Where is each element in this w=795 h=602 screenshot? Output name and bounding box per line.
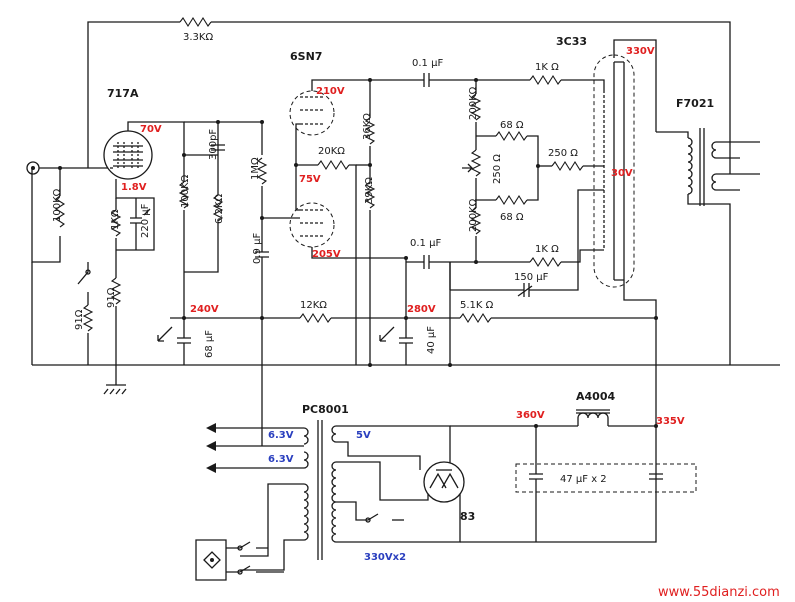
resistor-717-plate: [178, 181, 190, 209]
tube-717a: [103, 130, 153, 180]
label-c-0-1u-bottom: 0.1 μF: [410, 238, 441, 249]
resistor-12k: [299, 312, 332, 324]
label-r-717-cathode: 1KΩ: [110, 209, 121, 230]
voltage-sn7-plate-top: 210V: [316, 86, 345, 97]
resistor-5-1k: [459, 312, 492, 324]
label-r-91-b: 91Ω: [106, 287, 117, 308]
voltage-sn7-plate-bottom: 205V: [312, 249, 341, 260]
cap-47u-box: [515, 463, 697, 493]
tube-3c33-group: 3C33 330V 30V: [556, 35, 658, 365]
plate-load: 100KΩ 300pF 6.2KΩ 1MΩ 0.9 μF: [178, 120, 300, 318]
label-r-36k: 36KΩ: [362, 113, 373, 140]
resistor-717-cathode: [110, 209, 122, 237]
resistor-200k-bottom: [470, 207, 482, 235]
heater-voltage-1: 6.3V: [268, 430, 294, 441]
ac-inlet[interactable]: [195, 539, 227, 581]
bplus-rail: 12KΩ 5.1K Ω 240V 280V 68 μF 40 μF: [157, 300, 656, 365]
label-c-0-9u: 0.9 μF: [252, 233, 263, 264]
label-r-717-plate: 100KΩ: [180, 174, 191, 208]
voltage-node-240: 240V: [190, 304, 219, 315]
tube-83: [423, 461, 465, 503]
resistor-91-b: [110, 277, 122, 305]
label-transformer-pc8001: PC8001: [302, 403, 349, 416]
resistor-36k: [364, 117, 376, 145]
resistor-39k: [364, 181, 376, 209]
heater-voltage-hv: 330Vx2: [364, 552, 406, 563]
label-r-250: 250 Ω: [548, 148, 578, 159]
label-c-68u: 68 μF: [204, 330, 215, 358]
adjust-arrow-2: [379, 326, 395, 342]
voltage-c33-cathode: 30V: [611, 168, 633, 179]
label-transformer-f7021: F7021: [676, 97, 714, 110]
switch-power-2[interactable]: [239, 565, 284, 573]
adjust-arrow-1: [157, 326, 173, 342]
label-r-39k: 39KΩ: [364, 177, 375, 204]
heater-voltage-3: 5V: [356, 430, 371, 441]
label-tube-717a: 717A: [107, 87, 139, 100]
label-r-91-a: 91Ω: [74, 309, 85, 330]
label-r-1k-bottom: 1K Ω: [535, 244, 559, 255]
label-r-1k-top: 1K Ω: [535, 62, 559, 73]
voltage-c33-plate: 330V: [626, 46, 655, 57]
power-supply: PC8001 6.3V 6.3V 5V 330Vx2 83: [195, 365, 697, 581]
label-c-150u: 150 μF: [514, 272, 549, 283]
switch-power-1[interactable]: [239, 541, 268, 549]
label-tube-6sn7: 6SN7: [290, 50, 322, 63]
label-r-1m: 1MΩ: [250, 157, 261, 180]
label-r-12k: 12KΩ: [300, 300, 327, 311]
resistor-20k: [317, 159, 350, 171]
input-stage: 100KΩ 3.3KΩ 717A 70V 1.8V 1KΩ 220 μF 91Ω: [26, 16, 731, 395]
label-r-feedback: 3.3KΩ: [183, 32, 213, 43]
output-grid-network: 200KΩ 250 Ω 200KΩ 68 Ω 68 Ω 250 Ω 1K Ω 1…: [449, 62, 605, 297]
resistor-200k-top: [470, 93, 482, 121]
resistor-68-top: [495, 130, 528, 142]
label-r-5-1k: 5.1K Ω: [460, 300, 494, 311]
label-tube-83: 83: [460, 510, 475, 523]
label-c-300p: 300pF: [208, 129, 219, 160]
ground-symbol: [103, 365, 127, 395]
resistor-68-bottom: [495, 194, 528, 206]
label-r-input: 100KΩ: [52, 188, 63, 222]
resistor-1k-bottom: [529, 256, 562, 268]
label-r-200k-top: 200KΩ: [468, 86, 479, 120]
output-transformer: F7021: [656, 97, 760, 365]
resistor-feedback: [179, 16, 212, 28]
label-tube-3c33: 3C33: [556, 35, 587, 48]
label-r-20k: 20KΩ: [318, 146, 345, 157]
watermark: www.55dianzi.com: [658, 585, 780, 600]
label-r-68-top: 68 Ω: [500, 120, 524, 131]
label-c-717-cathode: 220 μF: [140, 203, 151, 238]
resistor-input: [54, 195, 66, 228]
tube-6sn7-top: [289, 90, 335, 136]
stage-6sn7: 6SN7 210V 75V 20KΩ 205V 36KΩ 39KΩ 0.1 μF: [289, 50, 476, 365]
switch-hv[interactable]: [336, 501, 379, 521]
label-c-40u: 40 μF: [426, 326, 437, 354]
resistor-91-a: [82, 304, 94, 332]
heater-voltage-2: 6.3V: [268, 454, 294, 465]
label-r-6k2: 6.2KΩ: [214, 194, 225, 224]
tube-6sn7-bottom: [289, 202, 335, 248]
label-r-68-bottom: 68 Ω: [500, 212, 524, 223]
voltage-rect-out: 360V: [516, 410, 545, 421]
resistor-250: [551, 160, 584, 172]
pot-250[interactable]: [470, 149, 482, 177]
label-pot-250: 250 Ω: [492, 154, 503, 184]
label-c-0-1u-top: 0.1 μF: [412, 58, 443, 69]
voltage-sn7-cathode-top: 75V: [299, 174, 321, 185]
voltage-717a-plate: 70V: [140, 124, 162, 135]
label-r-200k-bottom: 200KΩ: [468, 198, 479, 232]
label-c-47u: 47 μF x 2: [560, 474, 607, 485]
label-choke-a4004: A4004: [576, 390, 615, 403]
voltage-717a-cathode: 1.8V: [121, 182, 147, 193]
resistor-1m: [256, 157, 268, 185]
switch-1[interactable]: [77, 262, 89, 285]
voltage-node-280: 280V: [407, 304, 436, 315]
voltage-choke-out: 335V: [656, 416, 685, 427]
resistor-1k-top: [529, 74, 562, 86]
resistor-6k2: [212, 194, 224, 222]
